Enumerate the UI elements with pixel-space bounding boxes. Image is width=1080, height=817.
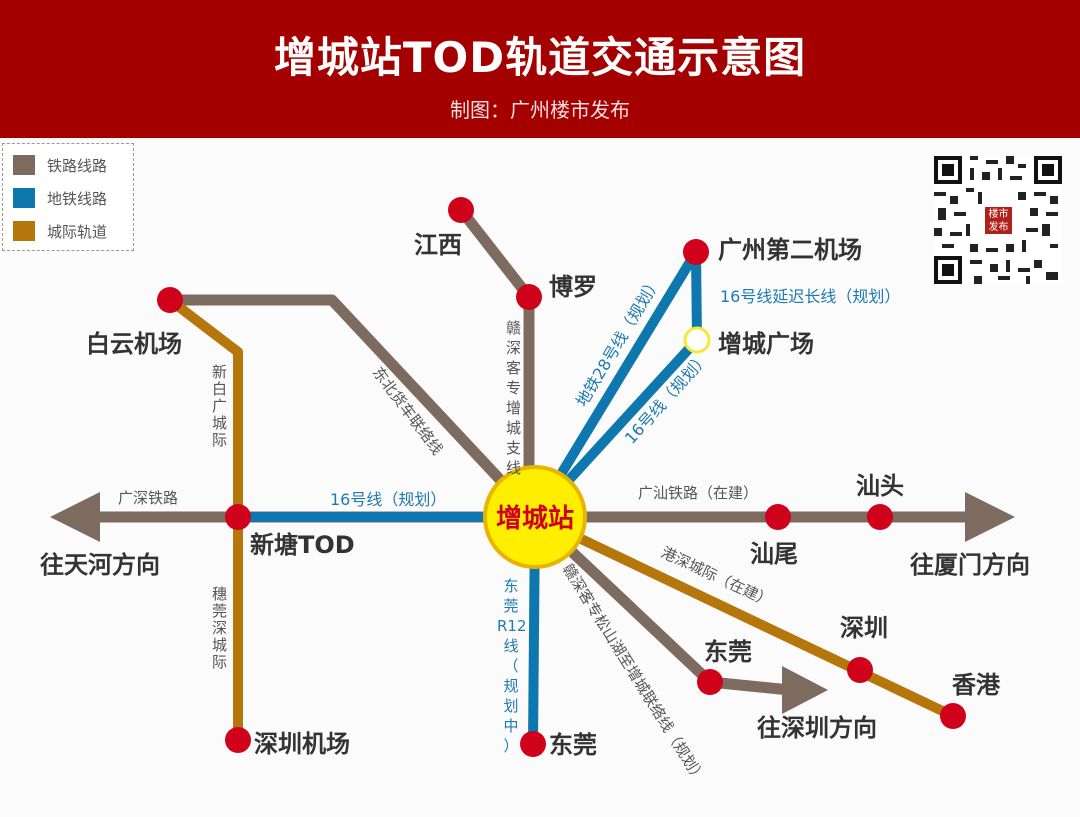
station-boluo[interactable] (516, 284, 542, 310)
label-shantou: 汕头 (856, 472, 904, 500)
r12-char: R12 (497, 617, 527, 635)
r12-char: ） (503, 737, 519, 755)
station-gz-second-airport[interactable] (683, 239, 709, 265)
intercity-swatch-icon (13, 221, 35, 241)
legend-item-intercity: 城际轨道 (13, 220, 107, 242)
legend-item-rail: 铁路线路 (13, 154, 107, 176)
station-shanwei[interactable] (765, 504, 791, 530)
station-shenzhen[interactable] (847, 657, 873, 683)
hub-zengcheng-station[interactable] (483, 465, 587, 569)
label-guangshan-rail: 广汕铁路（在建） (638, 484, 758, 502)
gangshen-intercity-line (532, 512, 956, 721)
station-jiangxi[interactable] (448, 197, 474, 223)
hub-label: 增城站 (496, 503, 574, 534)
qr-badge: 楼市发布 (985, 207, 1012, 234)
label-line16-ext: 16号线延迟长线（规划） (720, 287, 900, 306)
label-zengcheng-square: 增城广场 (718, 330, 814, 358)
r12-char: 划 (503, 697, 519, 715)
page-title: 增城站TOD轨道交通示意图 (273, 33, 807, 82)
arrow-west-icon (50, 492, 100, 542)
header-banner: 增城站TOD轨道交通示意图 制图：广州楼市发布 (0, 0, 1080, 138)
label-jiangxi: 江西 (414, 231, 462, 259)
label-xinbai-intercity: 新白广城际 (212, 363, 228, 449)
label-guangshen-rail: 广深铁路 (118, 489, 178, 507)
label-baiyun-airport: 白云机场 (86, 330, 182, 358)
label-dongguan-r12: 东莞 R12 线 （ 规 划 中 ） (497, 576, 527, 756)
label-direction-tianhe: 往天河方向 (40, 551, 160, 579)
station-hongkong[interactable] (940, 703, 966, 729)
label-xintang-tod: 新塘TOD (250, 531, 355, 559)
station-dongguan-south[interactable] (520, 731, 546, 757)
arrow-east-icon (965, 492, 1015, 542)
label-dongguan-east: 东莞 (704, 638, 752, 666)
label-gz-second-airport: 广州第二机场 (718, 236, 862, 264)
metro-swatch-icon (13, 188, 35, 208)
station-xintang-tod[interactable] (225, 504, 251, 530)
arrow-shenzhen-icon (782, 666, 828, 714)
legend-label: 地铁线路 (47, 189, 108, 208)
label-line16-ne: 16号线（规划） (621, 348, 713, 447)
label-shanwei: 汕尾 (750, 540, 798, 568)
dongbei-freight-line (170, 294, 540, 521)
label-suiguanshen-intercity: 穗莞深城际 (212, 585, 228, 671)
label-boluo: 博罗 (549, 273, 597, 301)
legend-label: 城际轨道 (47, 222, 108, 241)
label-shenzhen-airport: 深圳机场 (254, 730, 350, 758)
label-line16-west: 16号线（规划） (330, 490, 446, 509)
r12-char: （ (503, 657, 519, 675)
label-direction-shenzhen: 往深圳方向 (757, 714, 877, 742)
r12-char: 规 (503, 677, 519, 695)
qr-code[interactable]: 楼市发布 (934, 156, 1062, 284)
r12-char: 东莞 (503, 577, 519, 615)
r12-char: 线 (503, 637, 519, 655)
r12-char: 中 (503, 717, 519, 735)
station-shenzhen-airport[interactable] (225, 727, 251, 753)
legend-label: 铁路线路 (47, 156, 108, 175)
label-hongkong: 香港 (952, 671, 1001, 699)
xinbai-intercity-line (166, 296, 243, 740)
station-baiyun-airport[interactable] (157, 287, 183, 313)
label-shenzhen: 深圳 (840, 614, 888, 642)
station-shantou[interactable] (867, 504, 893, 530)
rail-swatch-icon (13, 155, 35, 175)
legend: 铁路线路 地铁线路 城际轨道 (2, 143, 134, 251)
page-subtitle: 制图：广州楼市发布 (450, 98, 630, 122)
station-zengcheng-square[interactable] (683, 326, 711, 354)
legend-item-metro: 地铁线路 (13, 187, 107, 209)
label-ganshen-branch: 赣深客专增城支线 (506, 319, 522, 477)
label-dongguan-south: 东莞 (549, 731, 597, 759)
label-direction-xiamen: 往厦门方向 (910, 551, 1030, 579)
station-dongguan-east[interactable] (697, 669, 723, 695)
